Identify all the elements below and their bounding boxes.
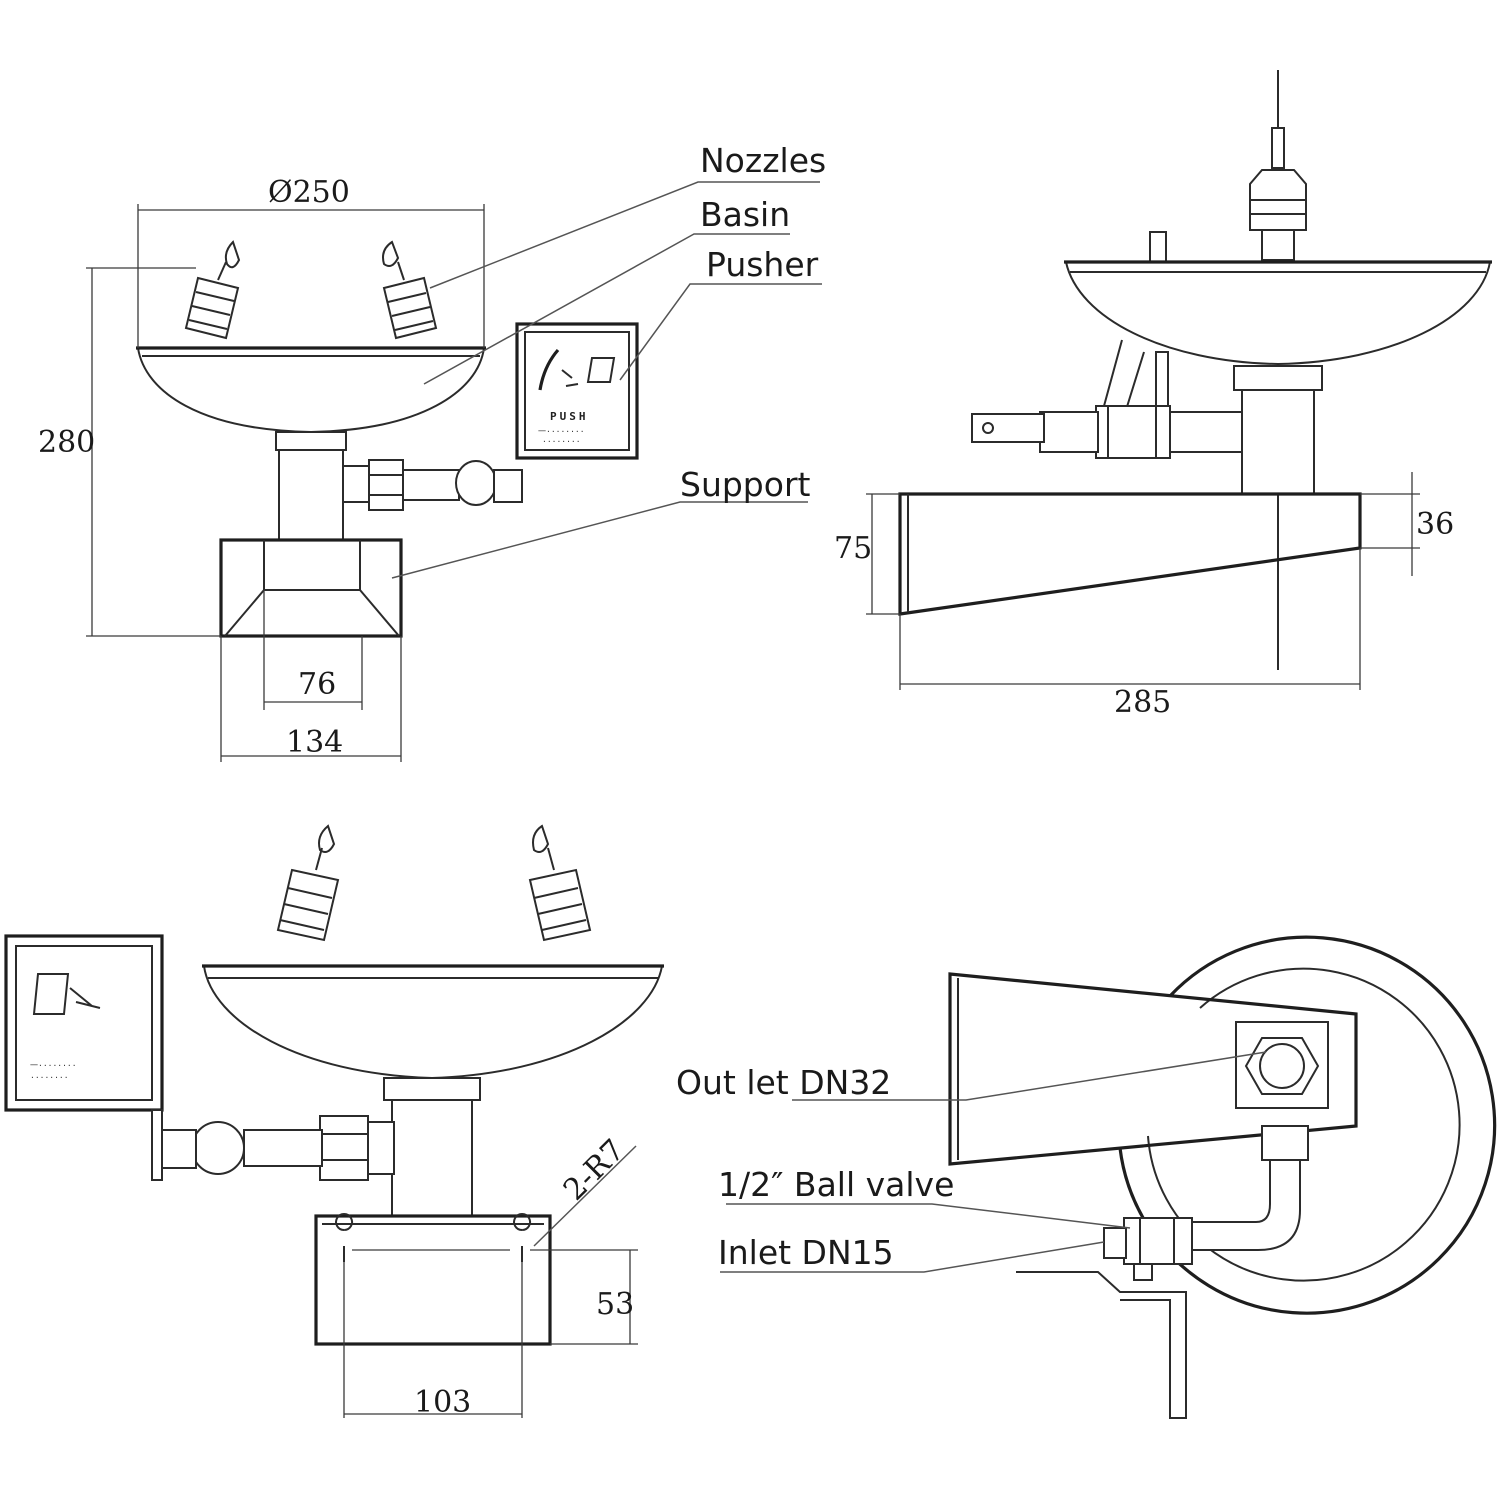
diameter-label: Ø250: [268, 175, 350, 210]
nozzle-rear-right: [528, 824, 592, 942]
height-label: 280: [38, 425, 95, 460]
wall-bracket-rear: [314, 1213, 552, 1346]
callout-ball-valve: 1/2″ Ball valve: [718, 1165, 1131, 1229]
nozzles-label: Nozzles: [700, 141, 826, 180]
callout-inlet: Inlet DN15: [718, 1233, 1105, 1273]
outlet-label: Out let DN32: [676, 1063, 891, 1102]
nozzle-left: [184, 240, 241, 340]
side-view: 75 36 285: [834, 70, 1492, 720]
dimension-base-length: 285: [899, 548, 1361, 720]
nozzle-right: [382, 240, 438, 340]
pusher-pin: [1149, 231, 1167, 263]
outlet-fitting: [1235, 1021, 1329, 1109]
support-label: Support: [680, 465, 811, 504]
mount-hole-label: 2-R7: [557, 1133, 632, 1208]
basin-label: Basin: [700, 195, 790, 234]
top-view: Out let DN32 1/2″ Ball valve Inlet DN15: [676, 935, 1497, 1419]
pusher-label: Pusher: [706, 245, 819, 284]
dimension-mount-spacing: 103: [343, 1262, 523, 1420]
mount-height-label: 53: [596, 1287, 634, 1322]
dimension-base-end: 36: [1360, 472, 1454, 576]
dimension-support-inner: 76: [263, 590, 363, 710]
callout-outlet: Out let DN32: [676, 1051, 1267, 1102]
dimension-diameter: Ø250: [137, 175, 485, 348]
pusher-fine-print: ········: [30, 1073, 69, 1082]
rear-view: 一········ ········ 53 103 2-R7: [4, 824, 664, 1420]
stem-side: [971, 365, 1323, 495]
base-end-label: 36: [1416, 507, 1454, 542]
dimension-base-height: 75: [834, 493, 900, 615]
basin-top-outer: [1118, 935, 1497, 1315]
callout-basin: Basin: [423, 195, 790, 385]
stem-rear: [159, 1099, 473, 1217]
callout-nozzles: Nozzles: [429, 141, 826, 289]
mount-hole-right: [513, 1213, 531, 1262]
pusher-fine-print: ········: [542, 437, 581, 446]
mount-hole-left: [335, 1213, 353, 1262]
valve-handle[interactable]: [1016, 1271, 1187, 1419]
support-base-side: [898, 492, 1362, 616]
support-base-front: [219, 538, 403, 638]
push-label: PUSH: [550, 410, 589, 423]
support-width-label: 134: [286, 725, 343, 760]
ball-valve-label: 1/2″ Ball valve: [718, 1165, 954, 1204]
support-stem-front: [278, 449, 523, 541]
inlet-label: Inlet DN15: [718, 1233, 894, 1272]
base-length-label: 285: [1114, 685, 1171, 720]
front-view: PUSH 一········ ········ Ø250 280 76: [38, 141, 826, 762]
nozzle-rear-left: [276, 824, 340, 942]
hand-icon: [32, 973, 70, 1015]
pusher-plate-front[interactable]: PUSH 一········ ········: [515, 322, 639, 460]
basin-side: [1064, 260, 1492, 411]
dimension-support-width: 134: [220, 636, 402, 762]
pusher-fine-print: 一········: [30, 1061, 77, 1070]
callout-pusher: Pusher: [619, 245, 822, 381]
callout-support: Support: [391, 465, 811, 579]
pipe-top: [1189, 1125, 1309, 1251]
dimension-mount-height: 53: [530, 1249, 638, 1345]
hand-icon: [538, 348, 560, 391]
pusher-plate-rear[interactable]: 一········ ········: [4, 934, 164, 1181]
basin-rear: [202, 964, 664, 1101]
ball-valve-top: [1016, 1217, 1193, 1419]
dimension-height: 280: [38, 267, 221, 637]
basin-front: [136, 346, 486, 451]
mount-spacing-label: 103: [414, 1385, 471, 1420]
base-height-label: 75: [834, 531, 872, 566]
support-inner-label: 76: [298, 667, 336, 702]
nozzle-side: [1249, 127, 1307, 261]
pusher-fine-print: 一········: [538, 427, 585, 436]
